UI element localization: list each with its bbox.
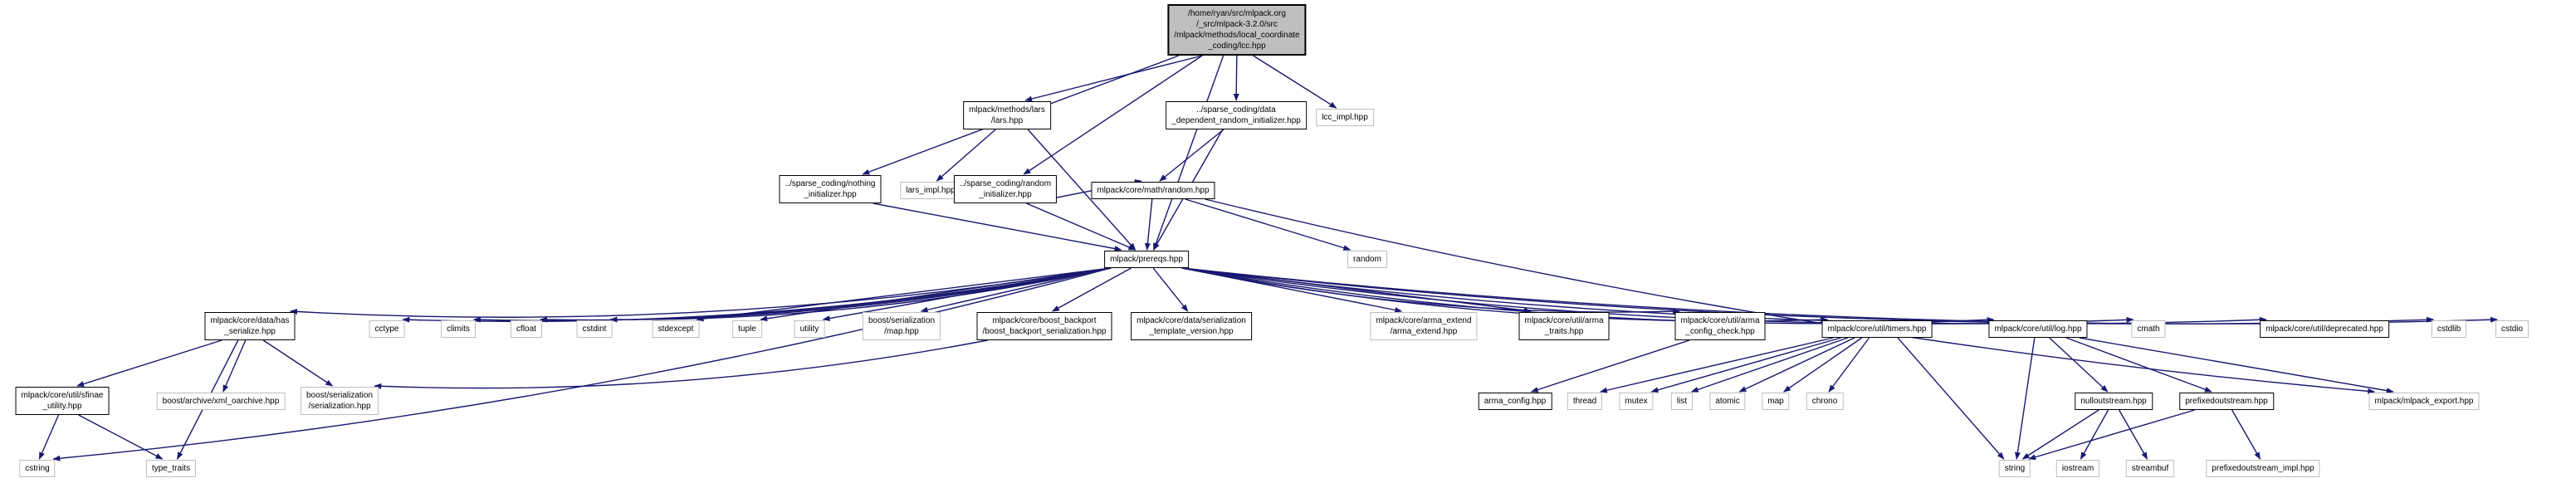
graph-node-sfinae[interactable]: mlpack/core/util/sfinae _utility.hpp bbox=[15, 387, 110, 415]
edge-prereqs-to-cstdint bbox=[609, 267, 1112, 323]
graph-node-cstdint: cstdint bbox=[576, 320, 613, 338]
graph-node-random_init[interactable]: ../sparse_coding/random _initializer.hpp bbox=[953, 175, 1058, 203]
edge-random_init-to-prereqs bbox=[1026, 203, 1136, 251]
edge-timers-to-atomic bbox=[1738, 337, 1855, 393]
edge-timers-to-string bbox=[1897, 337, 2005, 460]
graph-node-atomic: atomic bbox=[1709, 393, 1746, 410]
graph-node-chrono: chrono bbox=[1806, 393, 1844, 410]
edge-nothing_init-to-prereqs bbox=[873, 203, 1122, 251]
graph-node-prereqs[interactable]: mlpack/prereqs.hpp bbox=[1104, 251, 1189, 268]
graph-node-timers[interactable]: mlpack/core/util/timers.hpp bbox=[1821, 320, 1933, 338]
edge-lars-to-lars_impl bbox=[936, 129, 996, 182]
edge-timers-to-chrono bbox=[1828, 337, 1870, 393]
graph-node-serialization: boost/serialization /serialization.hpp bbox=[300, 387, 379, 415]
edge-lcc-to-random_init bbox=[1023, 55, 1203, 175]
graph-node-streambuf: streambuf bbox=[2125, 460, 2175, 477]
graph-node-arma_traits[interactable]: mlpack/core/util/arma _traits.hpp bbox=[1518, 312, 1610, 340]
graph-node-utility: utility bbox=[794, 320, 825, 338]
edge-prereqs-to-backport bbox=[1051, 267, 1132, 312]
graph-node-cfloat: cfloat bbox=[511, 320, 542, 338]
edge-nulloutstream-to-string bbox=[2021, 409, 2099, 460]
edge-math_random-to-mlpack_export bbox=[1205, 198, 2376, 394]
graph-node-cstdio: cstdio bbox=[2495, 320, 2530, 338]
graph-node-cstdlib: cstdlib bbox=[2431, 320, 2467, 338]
graph-node-lcc: /home/ryan/src/mlpack.org /_src/mlpack-3… bbox=[1167, 4, 1307, 56]
edge-prereqs-to-cctype bbox=[402, 267, 1112, 323]
graph-node-pos_impl: prefixedoutstream_impl.hpp bbox=[2206, 460, 2320, 477]
edge-timers-to-mutex bbox=[1650, 337, 1841, 393]
edge-nulloutstream-to-streambuf bbox=[2118, 409, 2148, 460]
edge-lcc-to-lcc_impl bbox=[1253, 55, 1337, 109]
edge-sfinae-to-cstring bbox=[38, 414, 60, 460]
edge-prereqs-to-templ_ver bbox=[1152, 267, 1189, 312]
graph-node-nothing_init[interactable]: ../sparse_coding/nothing _initializer.hp… bbox=[779, 175, 882, 203]
edge-lcc-to-prereqs bbox=[1153, 55, 1224, 251]
graph-node-prefixedoutstream[interactable]: prefixedoutstream.hpp bbox=[2179, 393, 2274, 410]
edge-log-to-nulloutstream bbox=[2049, 337, 2109, 393]
edge-timers-to-thread bbox=[1599, 337, 1834, 393]
edge-lcc-to-ddri bbox=[1233, 55, 1239, 101]
graph-node-templ_ver[interactable]: mlpack/core/data/serialization _template… bbox=[1131, 312, 1252, 340]
graph-node-stdexcept: stdexcept bbox=[652, 320, 700, 338]
graph-node-lcc_impl: lcc_impl.hpp bbox=[1316, 109, 1374, 126]
edge-has_serialize-to-xml_oarchive bbox=[222, 339, 247, 393]
graph-node-lars_impl: lars_impl.hpp bbox=[900, 182, 961, 199]
edge-has_serialize-to-sfinae bbox=[76, 339, 222, 387]
graph-node-list: list bbox=[1670, 393, 1694, 410]
edge-lars-to-prereqs bbox=[1027, 129, 1136, 251]
graph-node-math_random[interactable]: mlpack/core/math/random.hpp bbox=[1091, 182, 1215, 199]
edge-ddri-to-math_random bbox=[1159, 129, 1224, 182]
edge-prefixedoutstream-to-string bbox=[2028, 409, 2195, 461]
edge-log-to-prefixedoutstream bbox=[2065, 337, 2212, 393]
graph-node-thread: thread bbox=[1567, 393, 1603, 410]
graph-node-backport[interactable]: mlpack/core/boost_backport /boost_backpo… bbox=[976, 312, 1112, 340]
graph-node-mlpack_export: mlpack/mlpack_export.hpp bbox=[2368, 393, 2480, 410]
graph-node-nulloutstream[interactable]: nulloutstream.hpp bbox=[2075, 393, 2153, 410]
edge-prefixedoutstream-to-pos_impl bbox=[2231, 409, 2261, 460]
edge-math_random-to-prereqs bbox=[1144, 198, 1153, 251]
graph-node-cctype: cctype bbox=[369, 320, 405, 338]
graph-node-string: string bbox=[1998, 460, 2031, 477]
edge-timers-to-map bbox=[1782, 337, 1863, 393]
graph-node-ddri[interactable]: ../sparse_coding/data _dependent_random_… bbox=[1166, 101, 1307, 129]
edge-math_random-to-random bbox=[1185, 198, 1352, 251]
dependency-arrows bbox=[38, 55, 2498, 461]
edge-sfinae-to-type_traits bbox=[78, 414, 164, 460]
graph-node-ser_map: boost/serialization /map.hpp bbox=[862, 312, 941, 340]
edge-prereqs-to-has_serialize bbox=[290, 267, 1112, 318]
graph-node-iostream: iostream bbox=[2055, 460, 2100, 477]
edge-nulloutstream-to-iostream bbox=[2080, 409, 2109, 460]
edge-config_check-to-arma_config bbox=[1530, 339, 1690, 393]
edge-backport-to-serialization bbox=[374, 339, 988, 389]
edge-timers-to-list bbox=[1690, 337, 1848, 393]
edge-lcc-to-lars bbox=[1024, 55, 1203, 102]
graph-node-random: random bbox=[1347, 251, 1387, 268]
graph-node-cstring: cstring bbox=[19, 460, 56, 477]
graph-node-arma_config[interactable]: arma_config.hpp bbox=[1478, 393, 1552, 410]
graph-node-config_check[interactable]: mlpack/core/util/arma _config_check.hpp bbox=[1674, 312, 1766, 340]
graph-node-climits: climits bbox=[441, 320, 476, 338]
edge-log-to-mlpack_export bbox=[2079, 337, 2394, 394]
graph-node-lars[interactable]: mlpack/methods/lars /lars.hpp bbox=[963, 101, 1051, 129]
graph-node-map: map bbox=[1762, 393, 1790, 410]
graph-node-mutex: mutex bbox=[1619, 393, 1654, 410]
edge-prereqs-to-ser_map bbox=[920, 267, 1112, 313]
graph-node-arma_extend: mlpack/core/arma_extend /arma_extend.hpp bbox=[1370, 312, 1478, 340]
edge-log-to-string bbox=[2014, 337, 2036, 460]
edge-prereqs-to-utility bbox=[822, 267, 1112, 322]
graph-node-log[interactable]: mlpack/core/util/log.hpp bbox=[1988, 320, 2088, 338]
edge-prereqs-to-tuple bbox=[760, 267, 1112, 322]
graph-node-xml_oarchive: boost/archive/xml_oarchive.hpp bbox=[156, 393, 286, 410]
edge-has_serialize-to-serialization bbox=[262, 339, 334, 387]
graph-node-tuple: tuple bbox=[732, 320, 762, 338]
graph-node-has_serialize[interactable]: mlpack/core/data/has _serialize.hpp bbox=[204, 312, 296, 340]
graph-node-cmath: cmath bbox=[2131, 320, 2166, 338]
graph-node-type_traits: type_traits bbox=[145, 460, 197, 477]
edge-prereqs-to-stdexcept bbox=[696, 267, 1112, 322]
graph-node-deprecated[interactable]: mlpack/core/util/deprecated.hpp bbox=[2260, 320, 2389, 338]
